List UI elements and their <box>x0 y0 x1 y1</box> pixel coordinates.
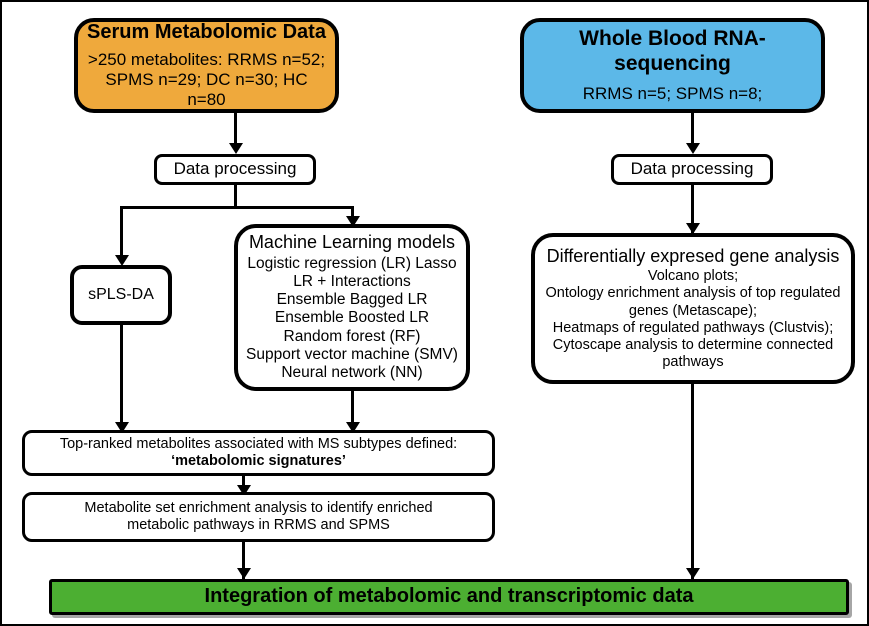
arrowhead-ml-to-topranked <box>345 422 360 433</box>
arrowhead-bus-to-ml <box>345 216 360 227</box>
deg-analysis-item: Volcano plots; <box>647 268 739 285</box>
deg-analysis-title: Differentially expresed gene analysis <box>546 246 840 267</box>
connector-msea-to-integration <box>242 542 245 582</box>
arrowhead-bus-to-spls <box>114 255 129 266</box>
connector-dp-left-down <box>234 185 237 208</box>
top-ranked-metabolites-box[interactable]: Top-ranked metabolites associated with M… <box>22 430 495 476</box>
connector-dp-right-to-deg <box>691 185 694 233</box>
metabolite-set-enrichment-box[interactable]: Metabolite set enrichment analysis to id… <box>22 492 495 542</box>
arrowhead-topranked-to-msea <box>236 485 251 496</box>
connector-deg-to-integration <box>691 384 694 580</box>
arrowhead-deg-to-integration <box>685 568 700 579</box>
arrowhead-serum-to-dp-left <box>228 143 243 154</box>
data-processing-left-box[interactable]: Data processing <box>154 154 316 185</box>
whole-blood-rna-seq-box[interactable]: Whole Blood RNA-sequencing RRMS n=5; SPM… <box>520 18 825 113</box>
connector-bus-to-ml <box>351 206 354 224</box>
integration-box[interactable]: Integration of metabolomic and transcrip… <box>49 579 849 615</box>
deg-analysis-item: pathways <box>662 353 724 370</box>
ml-model-item: Ensemble Bagged LR <box>276 291 428 309</box>
connector-bus-to-spls <box>120 206 123 256</box>
ml-model-item: Logistic regression (LR) Lasso <box>247 254 457 272</box>
serum-metabolomic-data-box[interactable]: Serum Metabolomic Data >250 metabolites:… <box>74 18 339 113</box>
metabolomic-signatures-label: ‘metabolomic signatures’ <box>171 453 346 469</box>
deg-analysis-item: genes (Metascape); <box>628 302 758 319</box>
integration-title: Integration of metabolomic and transcrip… <box>204 585 694 608</box>
msea-line-1: Metabolite set enrichment analysis to id… <box>84 499 433 516</box>
deg-analysis-item: Cytoscape analysis to determine connecte… <box>552 336 834 353</box>
connector-split-bus <box>120 206 354 209</box>
data-processing-right-box[interactable]: Data processing <box>611 154 773 185</box>
ml-model-item: Random forest (RF) <box>283 327 421 345</box>
deg-analysis-item: Heatmaps of regulated pathways (Clustvis… <box>552 319 834 336</box>
arrowhead-dp-right-to-deg <box>685 223 700 234</box>
serum-title: Serum Metabolomic Data <box>87 21 326 44</box>
differential-expression-analysis-box[interactable]: Differentially expresed gene analysis Vo… <box>531 233 855 384</box>
msea-line-2: metabolic pathways in RRMS and SPMS <box>127 517 390 533</box>
top-ranked-line-1: Top-ranked metabolites associated with M… <box>59 435 458 452</box>
deg-analysis-item: Ontology enrichment analysis of top regu… <box>545 285 841 302</box>
data-processing-right-label: Data processing <box>630 159 754 179</box>
rna-title: Whole Blood RNA-sequencing <box>579 27 766 75</box>
rna-line-1: RRMS n=5; SPMS n=8; <box>582 83 763 103</box>
connector-spls-to-topranked <box>120 325 123 435</box>
connector-serum-to-dp-left <box>234 113 237 144</box>
arrowhead-rna-to-dp-right <box>685 143 700 154</box>
ml-model-item: Support vector machine (SMV) <box>246 346 458 364</box>
ml-model-item: Ensemble Boosted LR <box>274 309 430 327</box>
serum-line-2: SPMS n=29; DC n=30; HC n=80 <box>105 69 308 109</box>
connector-ml-to-topranked <box>351 391 354 435</box>
machine-learning-models-box[interactable]: Machine Learning models Logistic regress… <box>234 224 470 391</box>
spls-da-box[interactable]: sPLS-DA <box>70 265 172 325</box>
spls-da-label: sPLS-DA <box>88 285 154 303</box>
arrowhead-msea-to-integration <box>236 568 251 579</box>
connector-rna-to-dp-right <box>691 113 694 144</box>
arrowhead-spls-to-topranked <box>114 422 129 433</box>
ml-model-item: LR + Interactions <box>293 272 411 290</box>
serum-line-1: >250 metabolites: RRMS n=52; <box>87 49 326 69</box>
ml-model-item: Neural network (NN) <box>281 364 423 382</box>
data-processing-left-label: Data processing <box>173 159 297 179</box>
ml-models-title: Machine Learning models <box>248 232 456 253</box>
